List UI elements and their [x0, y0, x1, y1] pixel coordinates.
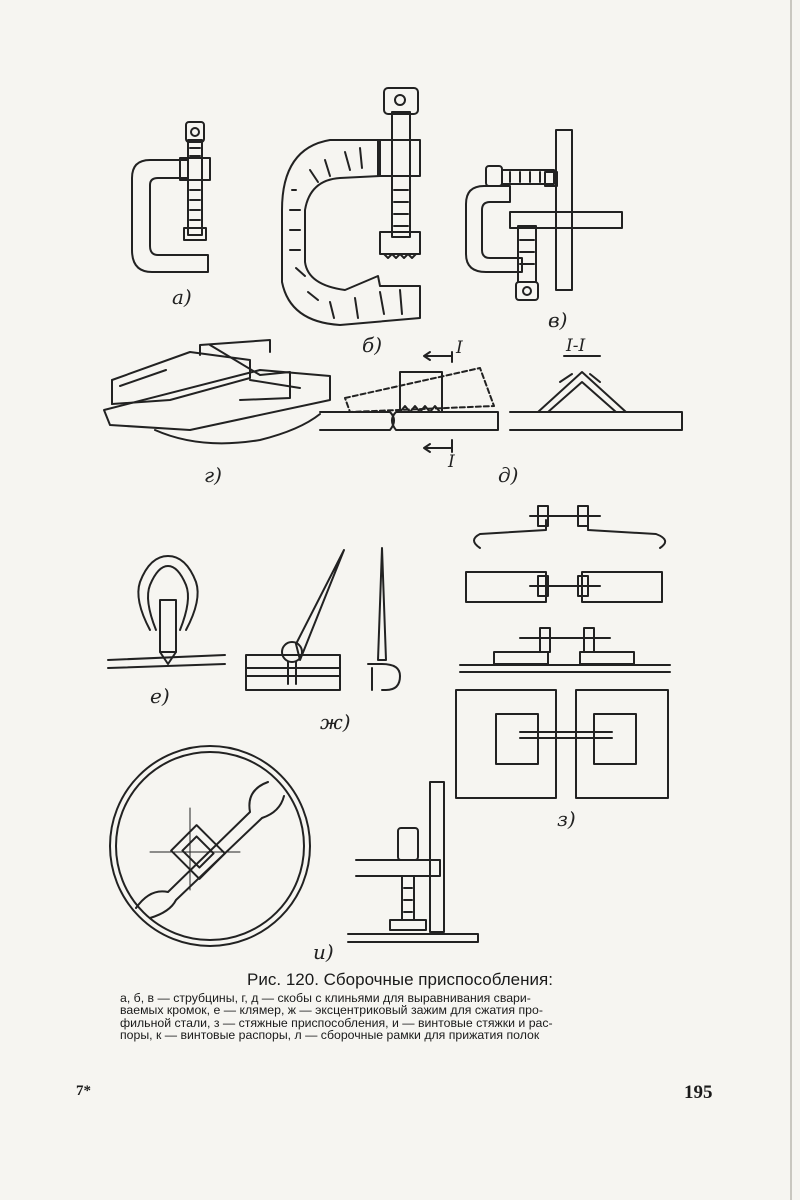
figure-drawings [103, 87, 683, 947]
label-a: а) [172, 285, 192, 309]
section-cut-bottom: I [448, 452, 455, 472]
clamp-v-drawing [465, 129, 623, 301]
caption-line: поры, к — винтовые распоры, л — сборочны… [120, 1028, 540, 1043]
caption-body: а, б, в — струбцины, г, д — скобы с клин… [120, 992, 680, 1042]
label-d: д) [498, 463, 519, 487]
frame-assembly-drawing [347, 781, 479, 943]
figure-title: Сборочные приспособления: [323, 970, 553, 989]
clamp-b-drawing [281, 87, 421, 326]
clamp-e-drawing [107, 555, 226, 669]
signature-mark: 7* [76, 1083, 91, 1099]
clamp-a-drawing [131, 121, 211, 273]
label-b: б) [362, 333, 383, 357]
label-z: з) [557, 807, 576, 831]
tightener-z-drawing [455, 505, 671, 799]
clamp-zh-drawing [245, 547, 401, 691]
caption-title: Рис. 120. Сборочные приспособления: [120, 970, 680, 990]
page-edge [790, 0, 792, 1200]
section-cut-top: I [456, 338, 463, 358]
label-e: е) [150, 684, 170, 708]
caption-line: а, б, в — струбцины, г, д — скобы с клин… [120, 991, 531, 1005]
bracket-d-drawing [319, 351, 683, 453]
figure-caption: Рис. 120. Сборочные приспособления: а, б… [120, 970, 680, 1042]
section-title: I-I [566, 336, 586, 356]
label-v: в) [548, 308, 568, 332]
label-i: и) [313, 940, 334, 964]
figure-number: Рис. 120. [247, 970, 319, 989]
caption-line: ваемых кромок, е — клямер, ж — эксцентри… [120, 1003, 543, 1018]
spreader-i-drawing [109, 745, 311, 947]
page-number: 195 [684, 1082, 713, 1103]
bracket-g-drawing [103, 339, 331, 445]
label-zh: ж) [320, 710, 351, 734]
label-g: г) [204, 463, 222, 487]
caption-line: фильной стали, з — стяжные приспособлени… [120, 1015, 553, 1030]
